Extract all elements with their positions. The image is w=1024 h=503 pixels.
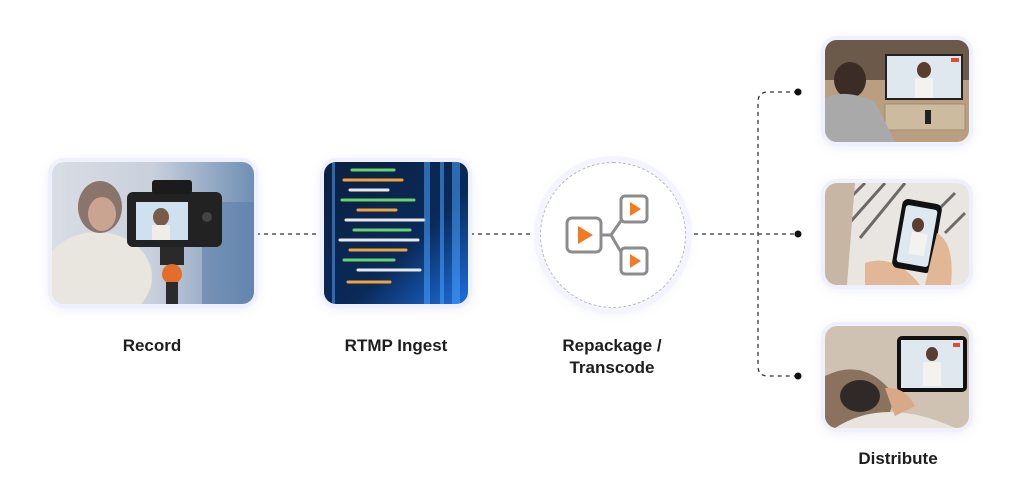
repackage-play-icons: [565, 194, 649, 276]
connector-dot-middle: [794, 230, 802, 238]
distribute-tablet-image: [825, 326, 969, 428]
distribute-label: Distribute: [858, 449, 938, 468]
connector-dot-top: [794, 88, 802, 96]
repackage-label: Repackage / Transcode: [532, 335, 692, 379]
record-label: Record: [122, 336, 182, 355]
rtmp-ingest-label: RTMP Ingest: [344, 336, 448, 355]
distribute-tv-image: [825, 40, 969, 142]
repackage-hub: [540, 162, 686, 308]
distribute-phone-image: [825, 183, 969, 285]
repackage-label-line2: Transcode: [569, 358, 655, 377]
rtmp-ingest-image: [324, 162, 468, 304]
record-image: [52, 162, 254, 304]
repackage-label-line1: Repackage /: [562, 336, 662, 355]
connector-dot-bottom: [794, 372, 802, 380]
